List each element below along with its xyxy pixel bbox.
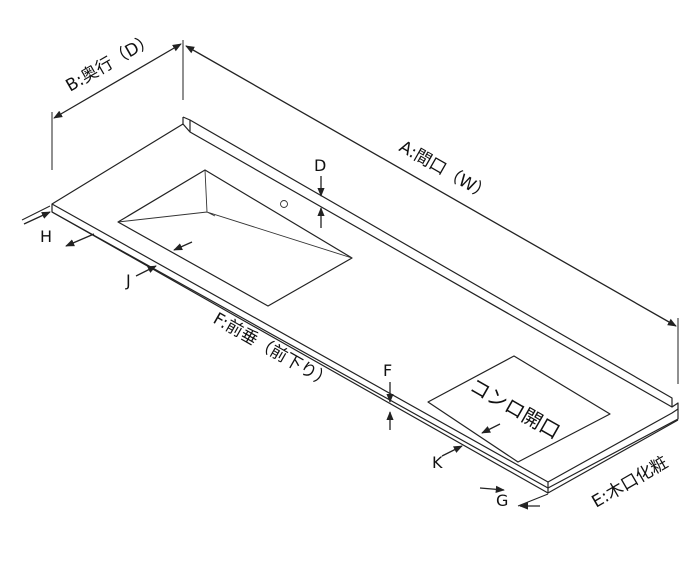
label-e: E:木口化粧	[589, 453, 672, 513]
label-h: H	[40, 227, 52, 246]
dim-k-arrow-inner	[481, 423, 501, 434]
dim-j-arrow-outer	[135, 265, 157, 277]
dim-a-line	[185, 45, 677, 327]
faucet-hole	[280, 200, 288, 208]
cooktop-opening	[427, 355, 611, 463]
countertop-top-surface	[51, 123, 679, 489]
countertop-right-end	[547, 408, 679, 483]
label-cooktop: コンロ開口	[466, 373, 565, 443]
label-a: A:間口（W）	[396, 137, 494, 205]
sink-inner-wall	[117, 169, 353, 259]
dim-h-extension	[21, 205, 51, 221]
label-j: J	[125, 271, 131, 290]
label-d: D	[314, 156, 326, 175]
countertop-front-edge	[51, 203, 549, 493]
countertop-front-edge-bottom	[51, 211, 679, 494]
dim-j-arrow-inner	[173, 241, 193, 251]
dim-k-arrow-outer	[441, 445, 463, 457]
dim-g-extension	[517, 493, 549, 507]
label-f-text: F:前垂（前下り）	[210, 309, 336, 392]
sink-opening	[117, 169, 353, 307]
label-k: K	[432, 453, 443, 472]
label-b: B:奥行（D）	[63, 30, 158, 97]
dim-h-arrow-left	[23, 211, 51, 225]
dim-g-arrow-left	[479, 485, 505, 493]
dim-h-arrow-right	[65, 233, 95, 247]
label-f: F	[383, 361, 392, 380]
label-g: G	[496, 491, 508, 510]
dim-b-line	[53, 43, 182, 119]
